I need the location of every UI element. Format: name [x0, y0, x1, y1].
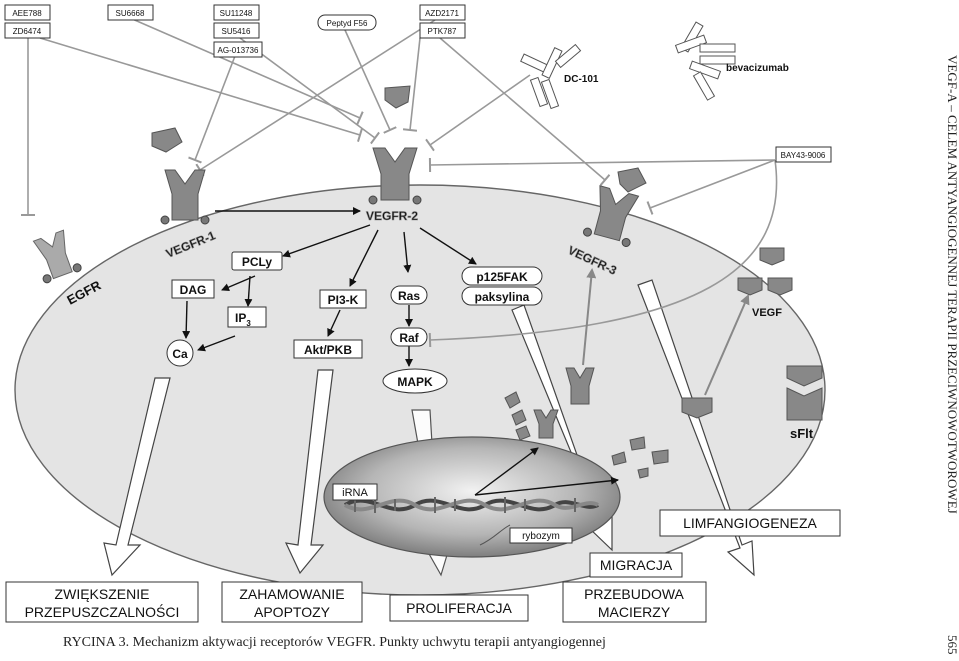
- antibody-bevacizumab-icon: [674, 21, 736, 101]
- receptor-vegfr1-icon: [160, 169, 210, 225]
- label-rybozym: rybozym: [522, 531, 560, 542]
- label-peptyd-f56: Peptyd F56: [327, 19, 368, 28]
- node-pi3k: PI3-K: [328, 293, 359, 307]
- node-ca: Ca: [172, 347, 188, 361]
- receptor-egfr-icon: [32, 229, 82, 284]
- vegf-fragments-icon: [611, 436, 669, 479]
- label-su5416: SU5416: [222, 27, 251, 36]
- outcome-apoptosis-line2: APOPTOZY: [254, 604, 331, 620]
- ribosome-fragments-icon: [504, 391, 531, 441]
- inhibitor-labels: AEE788 ZD6474 SU6668 SU11248 SU5416 AG-0…: [4, 4, 832, 163]
- figure-caption: RYCINA 3. Mechanizm aktywacji receptorów…: [63, 635, 606, 650]
- ligand-vegfr1-icon: [151, 127, 183, 153]
- signaling-nodes: PCLy DAG IP3 Ca PI3-K Akt/PKB Ras Raf MA…: [166, 251, 543, 394]
- ribozyme-icon: [479, 524, 511, 546]
- node-ip3: IP3: [235, 311, 251, 328]
- label-ag013736: AG-013736: [218, 46, 259, 55]
- label-vegf: VEGF: [752, 307, 782, 319]
- outcome-apoptosis-line1: ZAHAMOWANIE: [239, 586, 344, 602]
- node-raf: Raf: [399, 331, 419, 345]
- label-sflt: sFlt: [790, 426, 814, 441]
- receptor-vegfr3-icon: [583, 185, 640, 247]
- outcome-remodel-line1: PRZEBUDOWA: [584, 586, 684, 602]
- inhibition-lines: [21, 17, 778, 348]
- ligand-vegfr2-icon: [384, 85, 411, 109]
- receptor-internal-icon: [565, 367, 595, 405]
- side-running-title: VEGF-A – CELEM ANTYANGIOGENNEJ TERAPII P…: [945, 55, 959, 514]
- label-bevacizumab: bevacizumab: [726, 63, 789, 74]
- label-azd2171: AZD2171: [425, 9, 459, 18]
- label-su6668: SU6668: [116, 9, 145, 18]
- label-dc101: DC-101: [564, 74, 599, 85]
- page-number: 565: [945, 635, 959, 655]
- node-ras: Ras: [398, 289, 420, 303]
- node-pcly: PCLy: [242, 255, 273, 269]
- outcome-remodel-line2: MACIERZY: [598, 604, 671, 620]
- outcome-permeability-line1: ZWIĘKSZENIE: [55, 586, 150, 602]
- sflt-icon: [786, 365, 823, 421]
- outcome-proliferation: PROLIFERACJA: [406, 600, 512, 616]
- label-zd6474: ZD6474: [13, 27, 42, 36]
- label-irna: iRNA: [342, 487, 368, 499]
- label-vegfr2: VEGFR-2: [366, 209, 418, 223]
- label-aee788: AEE788: [12, 9, 42, 18]
- node-mapk: MAPK: [397, 375, 433, 389]
- label-bay43-9006: BAY43-9006: [781, 151, 826, 160]
- outcome-permeability-line2: PRZEPUSZCZALNOŚCI: [25, 603, 180, 620]
- signaling-arrows: [182, 207, 750, 496]
- receptor-translated-icon: [533, 409, 559, 439]
- label-ptk787: PTK787: [428, 27, 457, 36]
- node-dag: DAG: [180, 283, 207, 297]
- vegf-internal-icon: [681, 397, 713, 419]
- node-p125fak: p125FAK: [476, 270, 528, 284]
- label-su11248: SU11248: [220, 9, 253, 18]
- receptor-vegfr2-icon: [368, 147, 422, 205]
- outcome-labels: ZWIĘKSZENIE PRZEPUSZCZALNOŚCI ZAHAMOWANI…: [5, 509, 841, 623]
- outcome-lymphangiogenesis: LIMFANGIOGENEZA: [683, 515, 817, 531]
- node-paksylina: paksylina: [475, 290, 530, 304]
- outcome-migration: MIGRACJA: [600, 557, 673, 573]
- node-akt-pkb: Akt/PKB: [304, 343, 352, 357]
- vegf-ligand-icon: [737, 247, 793, 296]
- ligand-vegfr3-icon: [617, 167, 647, 193]
- antibody-dc101-icon: [520, 43, 582, 110]
- nucleus: [323, 436, 621, 558]
- dna-helix-icon: [343, 497, 599, 513]
